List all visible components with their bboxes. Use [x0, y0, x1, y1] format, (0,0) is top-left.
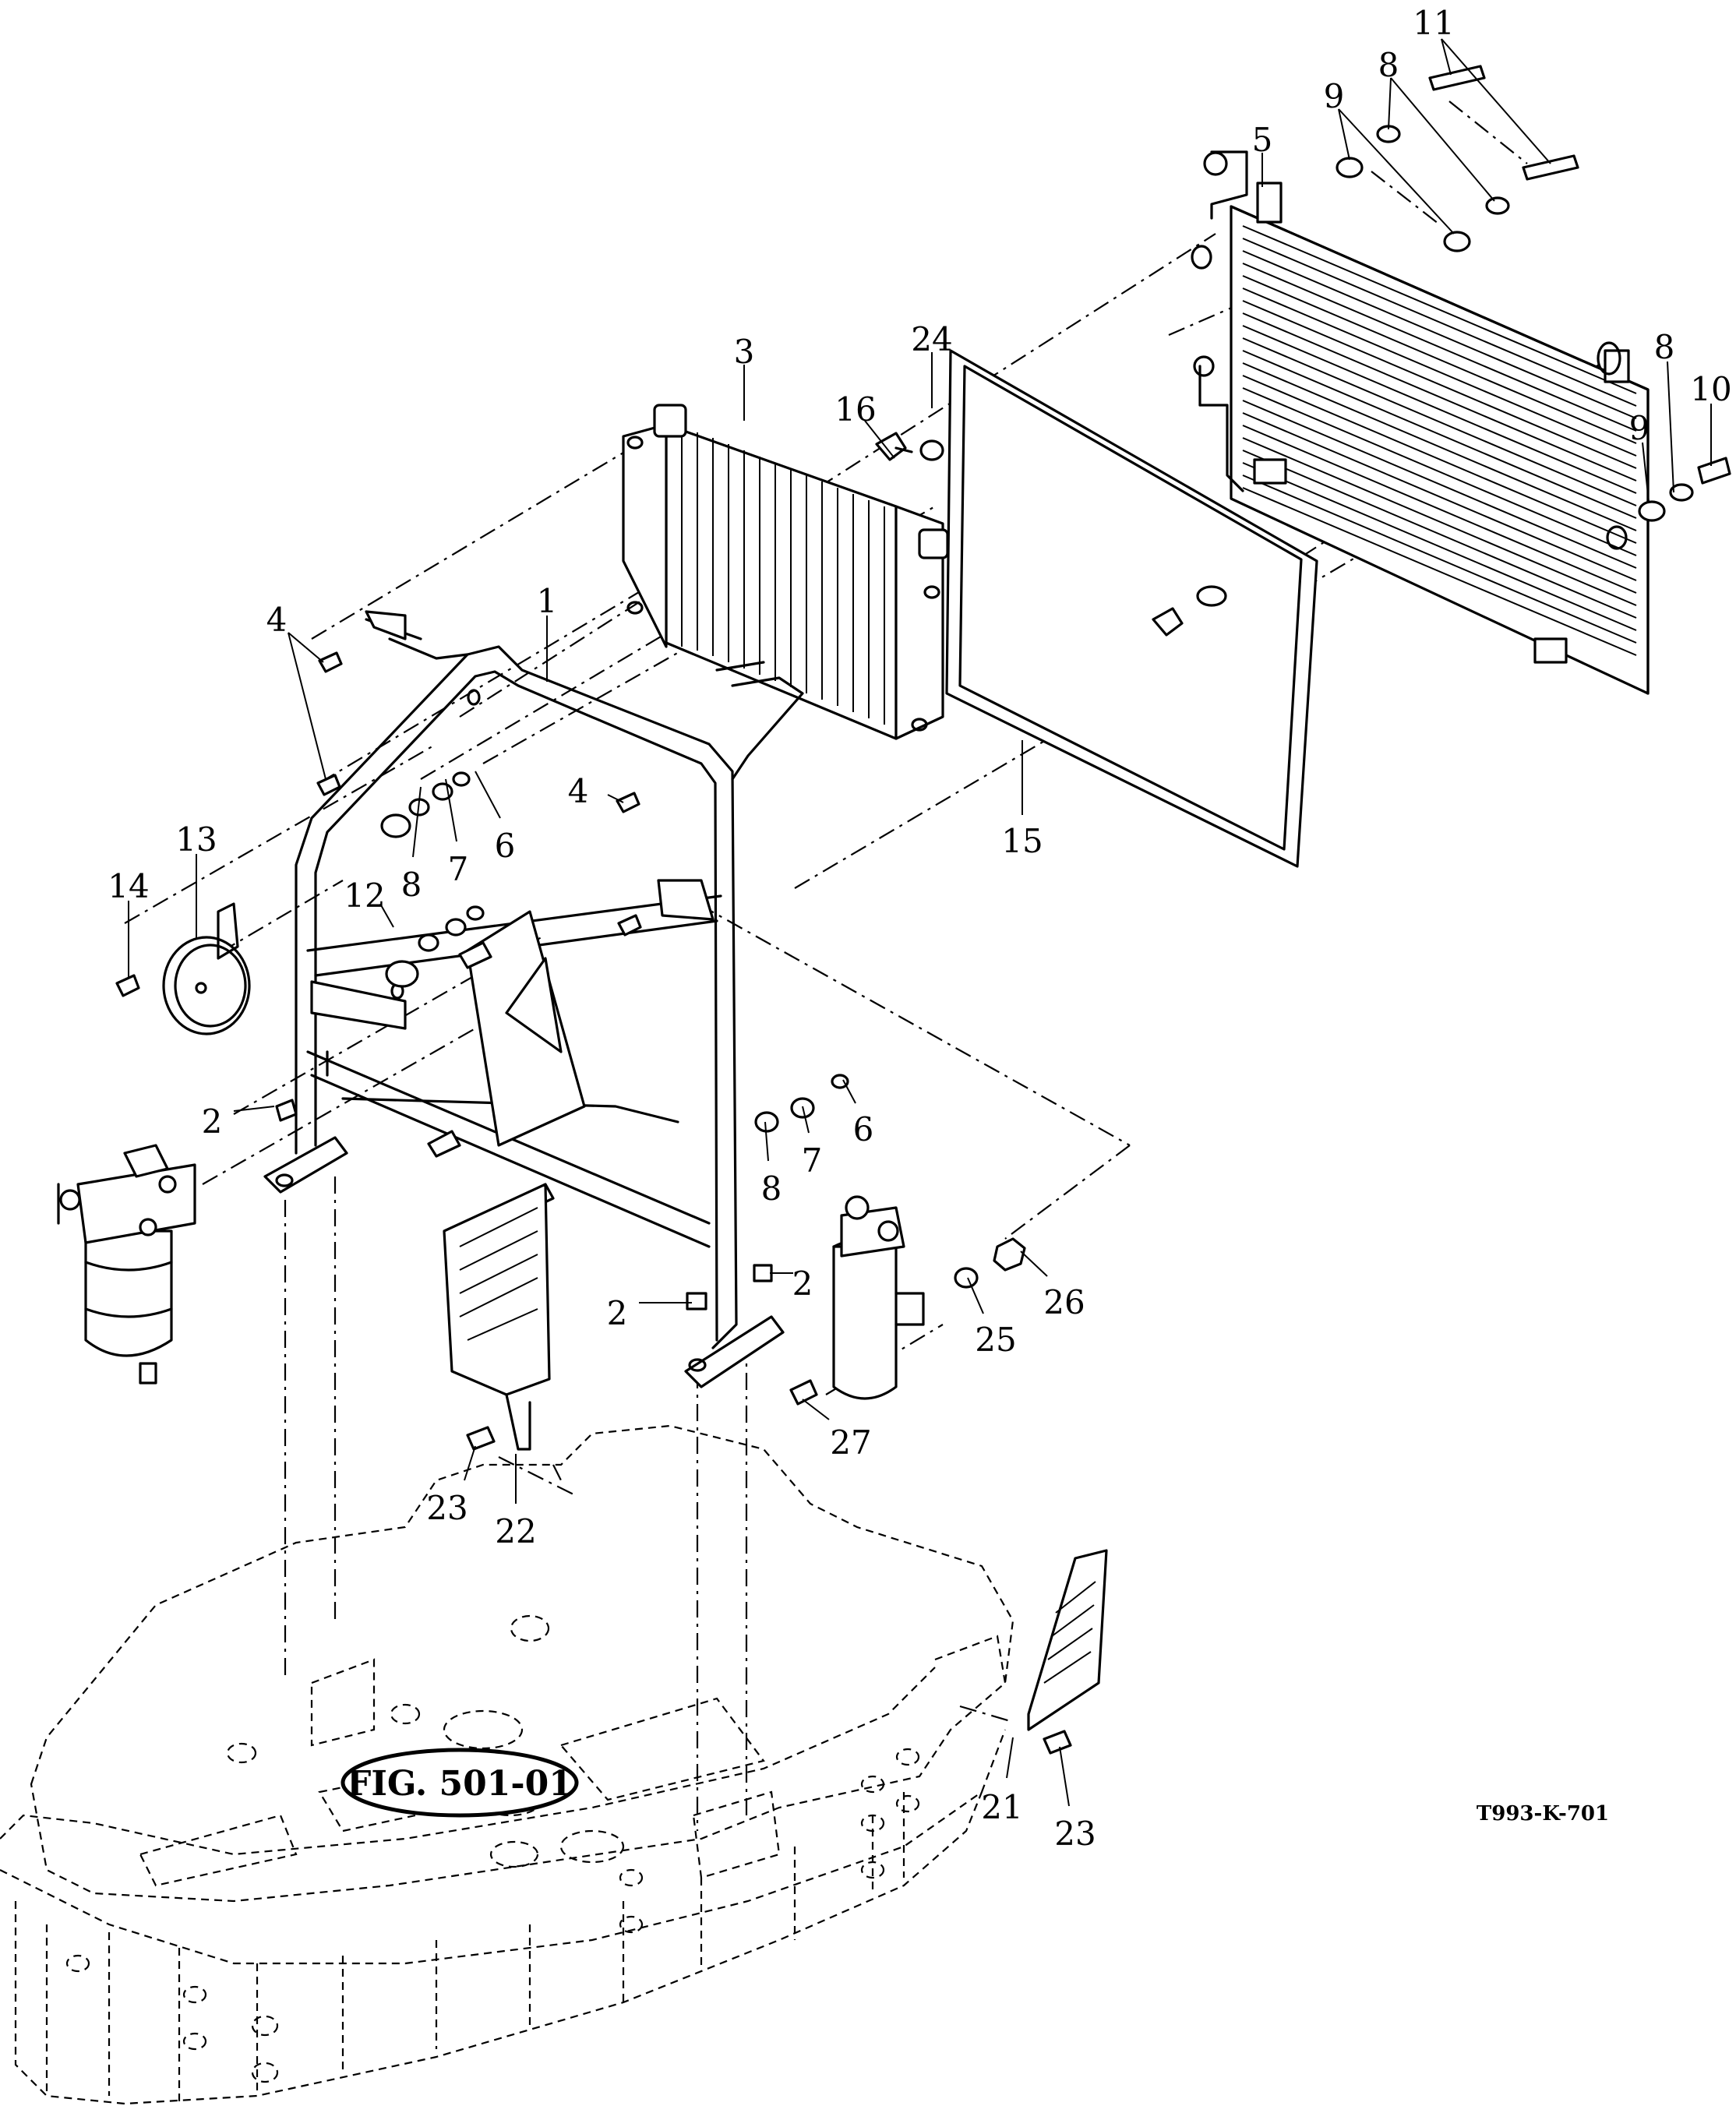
bolts-part-23: [466, 1426, 1072, 1755]
fuel-filter-left: [57, 1144, 196, 1385]
leader-line-c23b: [1059, 1746, 1070, 1807]
leader-line-c7b: [802, 1106, 810, 1134]
callout-label-c6a: 6: [495, 827, 516, 865]
leader-line-c12: [379, 903, 394, 928]
callout-label-c4a: 4: [266, 601, 288, 639]
support-frame-part-1: [263, 610, 804, 1388]
callout-labels: 1222344566778888991011121314151621222323…: [108, 4, 1731, 1853]
leader-line-c11-1: [1441, 38, 1551, 164]
callout-label-c13: 13: [175, 820, 217, 859]
seal-panel-part-15: [945, 349, 1318, 868]
figure-reference-badge: FIG. 501-01: [340, 1748, 579, 1818]
leader-line-c7a: [445, 778, 457, 842]
wing-bolt-part-16: [875, 432, 1227, 637]
callout-label-c23b: 23: [1054, 1815, 1096, 1853]
callout-label-c8b: 8: [761, 1169, 782, 1208]
washer-nut-parts-25-26: [954, 1237, 1026, 1289]
callout-label-c2c: 2: [792, 1265, 813, 1303]
oil-cooler-part-3: [622, 404, 949, 740]
condenser-part-5: [1191, 150, 1650, 695]
callout-label-c26: 26: [1043, 1283, 1085, 1321]
leader-line-c25: [967, 1277, 984, 1314]
figure-reference-label: FIG. 501-01: [347, 1764, 573, 1804]
callout-label-c9a: 9: [1324, 77, 1345, 115]
leader-line-c27: [802, 1399, 830, 1420]
callout-label-c22: 22: [495, 1512, 536, 1550]
callout-label-c5: 5: [1252, 121, 1273, 159]
leader-line-c11-0: [1441, 38, 1452, 76]
callout-label-c2a: 2: [202, 1102, 223, 1141]
leader-line-c21: [1006, 1737, 1014, 1779]
callout-label-c4b: 4: [568, 772, 589, 810]
callout-label-c25: 25: [975, 1321, 1016, 1359]
callout-label-c8d: 8: [1654, 328, 1675, 366]
leader-line-c8a: [412, 786, 422, 858]
callout-label-c8a: 8: [401, 866, 422, 904]
receiver-dryer-right: [832, 1195, 925, 1400]
leader-line-c8c-1: [1390, 77, 1495, 202]
leader-line-c8c-0: [1388, 77, 1392, 130]
callout-label-c11: 11: [1413, 4, 1454, 42]
callout-label-c9b: 9: [1629, 409, 1650, 447]
leader-line-c6a: [475, 771, 501, 819]
leader-line-c9b: [1642, 442, 1650, 503]
callout-label-c15: 15: [1001, 822, 1043, 860]
hardware-top-right: [1336, 65, 1731, 522]
callout-label-c24: 24: [911, 320, 952, 358]
leader-line-c4b: [607, 794, 624, 803]
cover-plate-part-22: [443, 1183, 551, 1451]
spacers-washers-parts-6-7-8-12: [380, 771, 849, 1133]
callout-label-c14: 14: [108, 867, 149, 905]
callout-label-c8c: 8: [1378, 46, 1399, 84]
leader-line-c26: [1020, 1251, 1048, 1277]
callout-label-c23a: 23: [426, 1489, 468, 1527]
leader-line-c16: [864, 420, 895, 459]
bolts-parts-2-4-14: [115, 651, 818, 1406]
callout-label-c12: 12: [344, 877, 385, 915]
callout-label-c27: 27: [830, 1423, 871, 1462]
callout-label-c3: 3: [734, 333, 755, 371]
callout-label-c2b: 2: [607, 1294, 628, 1332]
leader-line-c4a: [288, 632, 324, 663]
callout-label-c21: 21: [981, 1788, 1022, 1826]
leader-line-c6b: [842, 1079, 856, 1104]
horn-part-13: [162, 902, 251, 1035]
callout-label-c1: 1: [537, 582, 558, 620]
callout-label-c6b: 6: [853, 1110, 874, 1148]
callout-label-c10: 10: [1690, 370, 1731, 408]
callout-label-c7a: 7: [448, 850, 469, 888]
upper-frame-base-dashed: [0, 1424, 1014, 2105]
oil-cooler-fins: [681, 429, 885, 725]
drawing-code: T993-K-701: [1477, 1802, 1609, 1826]
leader-line-c9a-0: [1338, 108, 1350, 161]
leader-line-c4a-0: [288, 632, 326, 780]
cover-plate-part-21: [1027, 1549, 1108, 1731]
leader-line-c23a: [464, 1445, 476, 1481]
condenser-fins: [1242, 225, 1637, 656]
leader-line-c8b: [764, 1121, 769, 1162]
leader-line-c9a-1: [1338, 108, 1455, 235]
callout-label-c16: 16: [834, 390, 876, 429]
callout-label-c7b: 7: [802, 1141, 823, 1180]
leader-line-c2a: [233, 1106, 275, 1112]
leader-line-c8d: [1667, 361, 1674, 493]
